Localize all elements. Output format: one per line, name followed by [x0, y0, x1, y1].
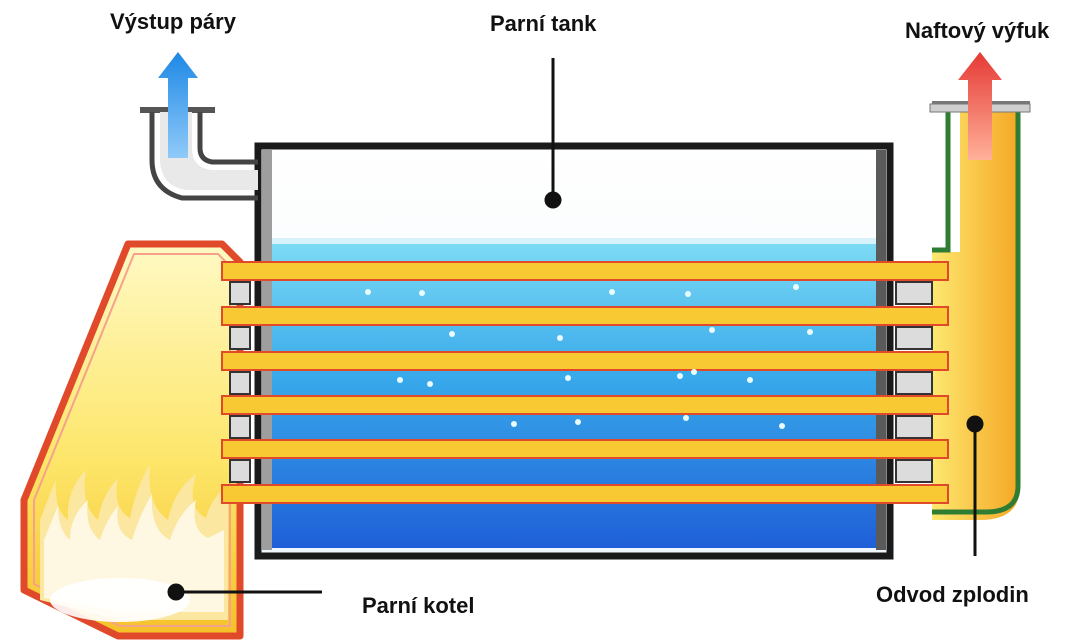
tube-fitting	[229, 281, 251, 305]
leader-dot-steam-boiler	[167, 583, 185, 601]
bubble	[779, 423, 785, 429]
bubble	[685, 291, 691, 297]
leader-lines	[167, 58, 984, 601]
bubble	[419, 290, 425, 296]
fire-tube	[221, 261, 949, 281]
fire-tube	[221, 306, 949, 326]
bubble	[609, 289, 615, 295]
bubble	[557, 335, 563, 341]
bubble	[683, 415, 689, 421]
steam-arrow-icon	[158, 52, 198, 158]
label-steam-tank: Parní tank	[490, 11, 597, 36]
fire-tube	[221, 484, 949, 504]
bubble	[565, 375, 571, 381]
bubble	[691, 369, 697, 375]
label-steam-boiler: Parní kotel	[362, 593, 475, 618]
bubble	[677, 373, 683, 379]
tube-fitting	[895, 459, 933, 483]
tube-fitting	[895, 281, 933, 305]
fire-tube	[221, 351, 949, 371]
water-bubbles	[365, 284, 813, 429]
fire-tube	[221, 395, 949, 415]
bubble	[397, 377, 403, 383]
bubble	[449, 331, 455, 337]
exhaust-arrow-icon	[958, 52, 1002, 160]
leader-dot-steam-tank	[544, 191, 562, 209]
tube-fitting	[229, 415, 251, 439]
bubble	[793, 284, 799, 290]
bubble	[709, 327, 715, 333]
bubble	[427, 381, 433, 387]
tube-fitting	[229, 371, 251, 395]
bubble	[747, 377, 753, 383]
bubble	[807, 329, 813, 335]
flame-icon	[40, 464, 228, 622]
label-flue-outlet: Odvod zplodin	[876, 582, 1029, 607]
bubble	[511, 421, 517, 427]
leader-dot-flue-outlet	[966, 415, 984, 433]
fire-tube	[221, 439, 949, 459]
label-diesel-exhaust: Naftový výfuk	[905, 18, 1050, 43]
fire-tubes	[221, 261, 949, 504]
steam-outlet-pipe	[140, 107, 258, 201]
tube-fitting	[895, 415, 933, 439]
bubble	[575, 419, 581, 425]
label-steam-outlet: Výstup páry	[110, 9, 236, 34]
tube-fitting	[229, 459, 251, 483]
tube-fitting	[229, 326, 251, 350]
tube-fitting	[895, 371, 933, 395]
tube-fitting	[895, 326, 933, 350]
bubble	[365, 289, 371, 295]
